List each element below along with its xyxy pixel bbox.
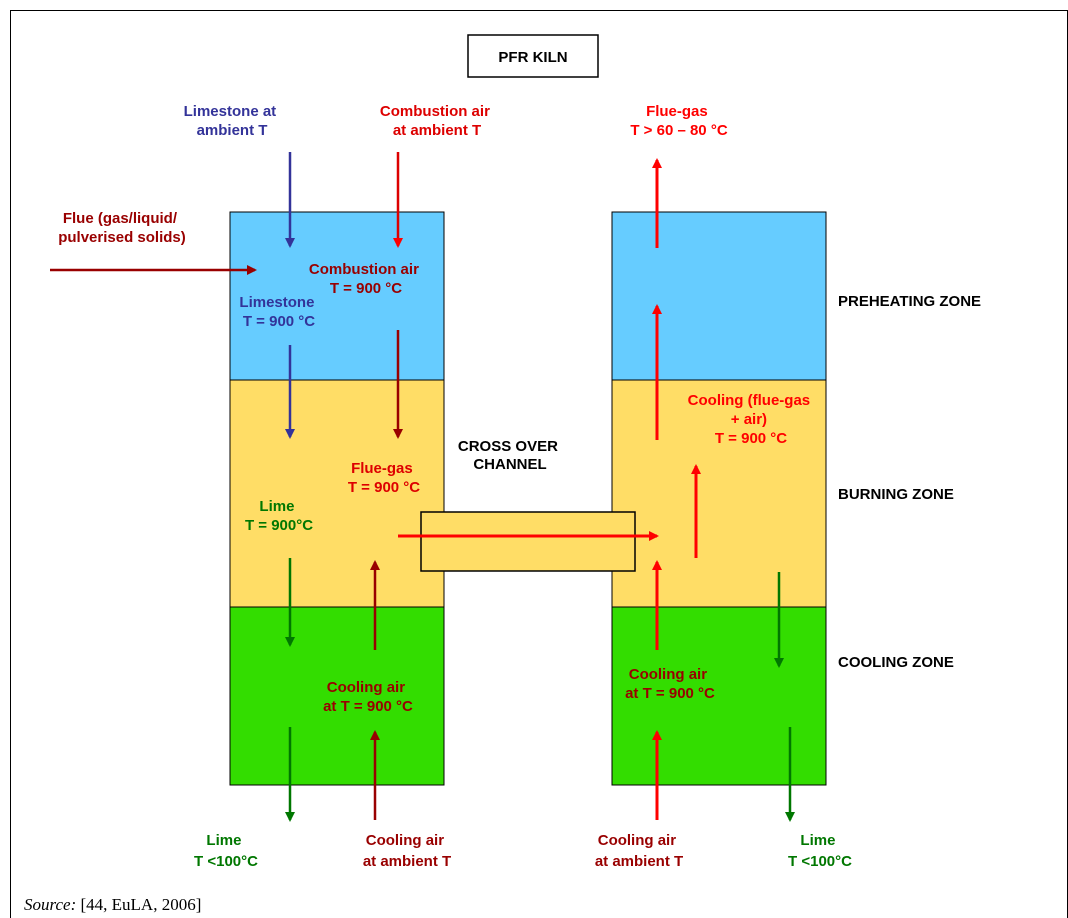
label-flue-in: Flue (gas/liquid/ pulverised solids) (58, 210, 186, 246)
label-combustion-air-in: Combustion air at ambient T (380, 103, 494, 139)
label-cooling-in-right: Cooling air at ambient T (595, 832, 683, 870)
label-flue-gas-out: Flue-gas T > 60 – 80 °C (630, 103, 727, 139)
label-cooling-air-right: Cooling air at T = 900 °C (625, 666, 715, 702)
label-cooling-right: Cooling (flue-gas + air) T = 900 °C (688, 392, 815, 447)
label-cooling-in-left: Cooling air at ambient T (363, 832, 451, 870)
right-preheating-zone (611, 211, 827, 381)
left-cooling-zone (229, 606, 445, 786)
zone-label-burning: BURNING ZONE (838, 486, 954, 503)
label-limestone-hot: Limestone T = 900 °C (239, 294, 318, 330)
source-prefix: Source: (24, 895, 77, 914)
label-combustion-air-hot: Combustion air T = 900 °C (309, 261, 423, 297)
label-lime-hot: Lime T = 900°C (245, 498, 313, 534)
source-text: [44, EuLA, 2006] (76, 895, 202, 914)
diagram-title: PFR KILN (498, 49, 567, 66)
cross-over-label: CROSS OVER CHANNEL (458, 438, 562, 473)
source-citation: Source: [44, EuLA, 2006] (24, 895, 201, 915)
left-preheating-zone (229, 211, 445, 381)
cross-over-channel (420, 511, 636, 572)
right-burning-zone (611, 379, 827, 608)
zone-label-preheating: PREHEATING ZONE (838, 293, 981, 310)
label-flue-gas-left: Flue-gas T = 900 °C (348, 460, 420, 496)
label-lime-out-left: Lime T <100°C (194, 832, 258, 870)
label-cooling-air-left: Cooling air at T = 900 °C (323, 679, 413, 715)
zone-label-cooling: COOLING ZONE (838, 654, 954, 671)
label-lime-out-right: Lime T <100°C (788, 832, 852, 870)
title-box (467, 34, 599, 78)
label-limestone-in: Limestone at ambient T (184, 103, 281, 139)
